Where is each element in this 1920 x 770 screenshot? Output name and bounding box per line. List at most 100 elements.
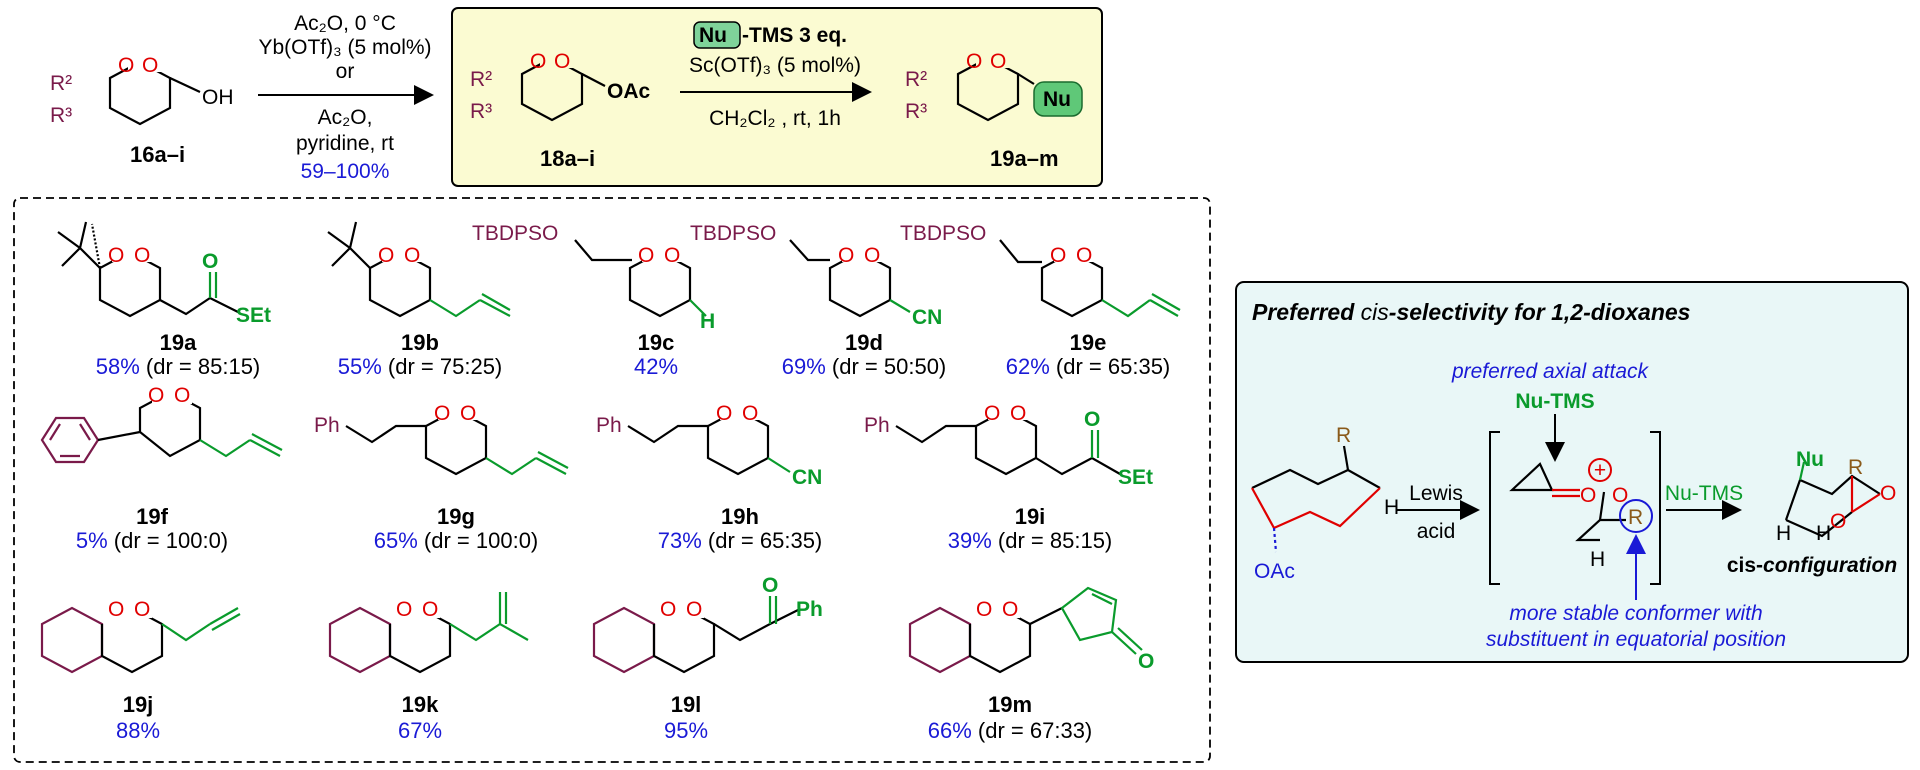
mech-prod-o1: O	[1830, 510, 1846, 533]
start-label: 16a–i	[130, 142, 185, 167]
mech-h-left: H	[1384, 496, 1399, 519]
step1-reagent-a: Ac₂O, 0 °C	[294, 12, 396, 35]
label-19g: 19g	[437, 504, 475, 529]
struct-19k	[328, 592, 529, 674]
prod-nu: Nu	[1043, 88, 1071, 111]
start-oh: OH	[202, 86, 234, 109]
product-label: 19a–m	[990, 146, 1059, 171]
yield-19e: 62% (dr = 65:35)	[1006, 354, 1171, 379]
yield-19l: 95%	[664, 718, 708, 743]
start-r2: R²	[50, 72, 72, 95]
step1-reagent-c: Ac₂O,	[318, 106, 373, 129]
mechanism-box	[1235, 281, 1909, 663]
step1-reagent-d: pyridine, rt	[296, 132, 394, 155]
prod-o2: O	[990, 50, 1006, 73]
19a-o1: O	[108, 244, 124, 267]
int-r2: R²	[470, 68, 492, 91]
19a-set: SEt	[236, 304, 271, 327]
step1-or: or	[336, 60, 355, 83]
prod-o1: O	[966, 50, 982, 73]
int-o1: O	[530, 50, 546, 73]
mech-h-prod1: H	[1776, 522, 1791, 545]
int-oac: OAc	[607, 80, 651, 103]
19l-o2: O	[686, 598, 702, 621]
mech-intermediate	[1509, 462, 1626, 542]
yield-19f: 5% (dr = 100:0)	[76, 528, 228, 553]
mechanism-title: Preferred cis-selectivity for 1,2-dioxan…	[1252, 299, 1690, 325]
scope-box	[13, 197, 1211, 763]
start-peroxide-o1: O	[118, 54, 134, 77]
intermediate-label: 18a–i	[540, 146, 595, 171]
19i-o1: O	[984, 402, 1000, 425]
mech-prod-o2: O	[1880, 482, 1896, 505]
label-19a: 19a	[160, 330, 197, 355]
yield-19m: 66% (dr = 67:33)	[928, 718, 1093, 743]
mech-nu-tms: Nu-TMS	[1515, 390, 1594, 413]
conformer-note-2: substituent in equatorial position	[1486, 628, 1786, 651]
19f-o2: O	[174, 384, 190, 407]
19f-o1: O	[148, 384, 164, 407]
yield-19b: 55% (dr = 75:25)	[338, 354, 503, 379]
label-19c: 19c	[638, 330, 675, 355]
start-r3: R³	[50, 104, 72, 127]
label-19j: 19j	[123, 692, 154, 717]
mech-h-mid: H	[1590, 548, 1605, 571]
scheme-box	[451, 7, 1103, 187]
19h-sub: Ph	[596, 414, 622, 437]
19l-ph: Ph	[796, 598, 823, 621]
axial-note: preferred axial attack	[1451, 360, 1650, 383]
int-r3: R³	[470, 100, 492, 123]
19h-o1: O	[716, 402, 732, 425]
mech-nu-tms2: Nu-TMS	[1665, 482, 1743, 505]
yield-19h: 73% (dr = 65:35)	[658, 528, 823, 553]
mech-acid: acid	[1417, 520, 1456, 543]
mech-left-chair	[1251, 445, 1381, 553]
19m-o1: O	[976, 598, 992, 621]
label-19k: 19k	[402, 692, 439, 717]
label-19f: 19f	[136, 504, 168, 529]
equatorial-circle	[1619, 499, 1653, 533]
label-19m: 19m	[988, 692, 1032, 717]
step2-catalyst: Sc(OTf)₃ (5 mol%)	[689, 54, 861, 77]
mech-nu: Nu	[1796, 448, 1824, 471]
bracket-right	[1650, 431, 1661, 585]
19e-o1: O	[1050, 244, 1066, 267]
mech-o2: O	[1612, 484, 1628, 507]
19j-o1: O	[108, 598, 124, 621]
struct-19j	[40, 606, 241, 674]
nu-badge	[693, 21, 741, 49]
19b-o1: O	[378, 244, 394, 267]
prod-r3: R³	[905, 100, 927, 123]
19k-o2: O	[422, 598, 438, 621]
19l-carbonyl-o: O	[762, 574, 778, 597]
19a-carbonyl-o: O	[202, 250, 218, 273]
19i-carbonyl-o: O	[1084, 408, 1100, 431]
19d-cn: CN	[912, 306, 942, 329]
19c-sub: TBDPSO	[472, 222, 558, 245]
19i-set: SEt	[1118, 466, 1153, 489]
conformer-note-1: more stable conformer with	[1509, 602, 1762, 625]
mech-plus: +	[1594, 459, 1606, 482]
19b-o2: O	[404, 244, 420, 267]
mech-product	[1784, 461, 1881, 538]
mech-r-mid: R	[1628, 506, 1643, 529]
bracket-left	[1489, 431, 1500, 585]
19d-o2: O	[864, 244, 880, 267]
struct-19f	[40, 390, 283, 464]
19e-o2: O	[1076, 244, 1092, 267]
prod-nu-badge	[1033, 81, 1083, 117]
mech-r-prod: R	[1848, 456, 1863, 479]
19g-o2: O	[460, 402, 476, 425]
prod-r2: R²	[905, 68, 927, 91]
label-19h: 19h	[721, 504, 759, 529]
cis-config: cis-configuration	[1727, 554, 1897, 577]
mech-h-prod2: H	[1816, 522, 1831, 545]
yield-19c: 42%	[634, 354, 678, 379]
mech-r-left: R	[1336, 424, 1351, 447]
label-19d: 19d	[845, 330, 883, 355]
19e-sub: TBDPSO	[900, 222, 986, 245]
19g-sub: Ph	[314, 414, 340, 437]
yield-19j: 88%	[116, 718, 160, 743]
step2-conditions: CH₂Cl₂ , rt, 1h	[709, 107, 841, 130]
